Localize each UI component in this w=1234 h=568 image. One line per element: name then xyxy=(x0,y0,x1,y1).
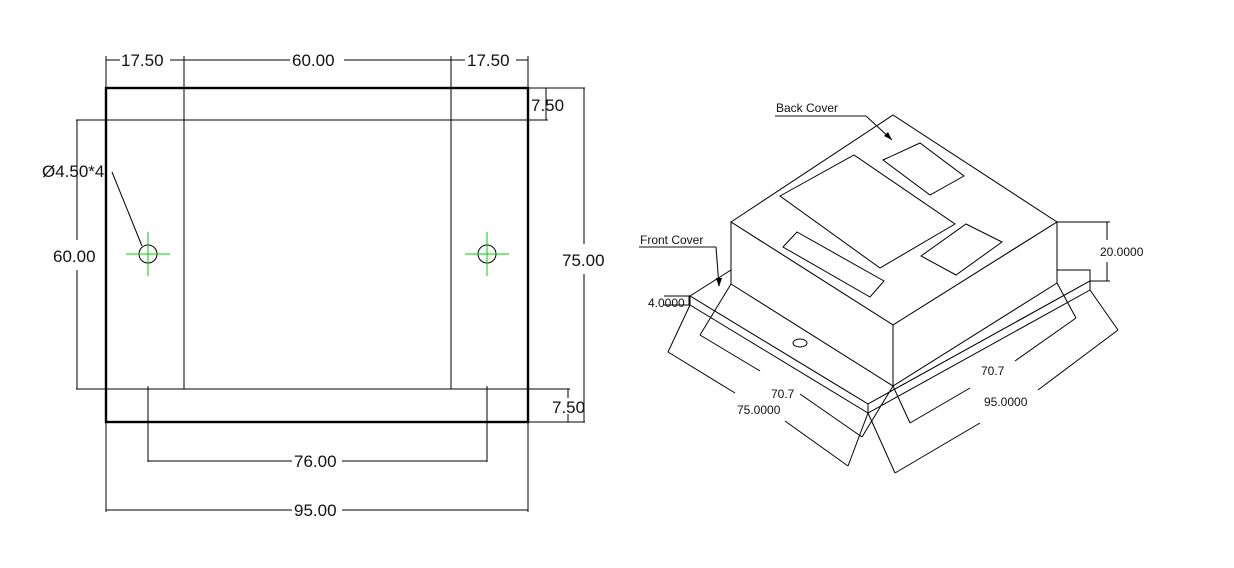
front-plate-outline xyxy=(104,86,530,424)
back-cover-label: Back Cover xyxy=(776,101,838,115)
dim-line-right-inner xyxy=(1014,317,1077,362)
dim-right-outer: 95.0000 xyxy=(984,395,1028,409)
dim-flange: 4.0000 xyxy=(648,296,685,310)
front-cover-arrowhead xyxy=(716,278,722,287)
dim-top-right: 17.50 xyxy=(467,51,510,70)
ext-line xyxy=(861,385,894,438)
isometric-view: Back Cover Front Cover 20.0000 4.0000 70… xyxy=(639,101,1144,474)
dim-left-outer: 75.0000 xyxy=(737,403,781,417)
dim-line-left-inner xyxy=(699,334,761,372)
dim-top-left: 17.50 xyxy=(121,51,164,70)
dim-line-right-outer xyxy=(894,422,981,474)
front-cover-label: Front Cover xyxy=(640,233,703,247)
ext-line xyxy=(1089,289,1119,331)
front-view: 17.50 60.00 17.50 7.50 75.00 7.50 60.00 xyxy=(42,51,605,520)
ext-line xyxy=(667,304,691,353)
dim-left-inner: 70.7 xyxy=(771,387,795,401)
top-window-right xyxy=(920,223,1003,276)
ext-line xyxy=(867,412,896,474)
ext-line xyxy=(847,412,869,467)
dim-top-middle: 60.00 xyxy=(292,51,335,70)
ext-line xyxy=(892,385,911,424)
top-window-small xyxy=(882,142,965,196)
hole-note: Ø4.50*4 xyxy=(42,162,104,181)
dim-right-total: 75.00 xyxy=(562,251,605,270)
dim-right-inner: 70.7 xyxy=(981,364,1005,378)
top-slot xyxy=(782,231,885,298)
flange-hole xyxy=(792,338,808,348)
dim-line-left-outer xyxy=(784,420,849,467)
ext-line xyxy=(1056,282,1077,319)
dim-bottom-total: 95.00 xyxy=(294,501,337,520)
dim-height: 20.0000 xyxy=(1100,245,1144,259)
front-inner-panel xyxy=(183,119,452,390)
dim-line-right-outer xyxy=(1037,329,1119,391)
dim-line-left-outer xyxy=(667,351,736,394)
dim-right-top: 7.50 xyxy=(531,96,564,115)
top-window-large xyxy=(779,154,956,269)
dim-left-height: 60.00 xyxy=(53,247,96,266)
dim-line-right-inner xyxy=(909,387,971,424)
dim-right-bottom: 7.50 xyxy=(552,398,585,417)
hole-leader xyxy=(111,171,143,247)
back-cover-arrowhead xyxy=(884,132,892,140)
dim-bottom-holes: 76.00 xyxy=(294,452,337,471)
ext-line xyxy=(699,283,732,336)
dim-line-left-inner xyxy=(799,393,863,438)
